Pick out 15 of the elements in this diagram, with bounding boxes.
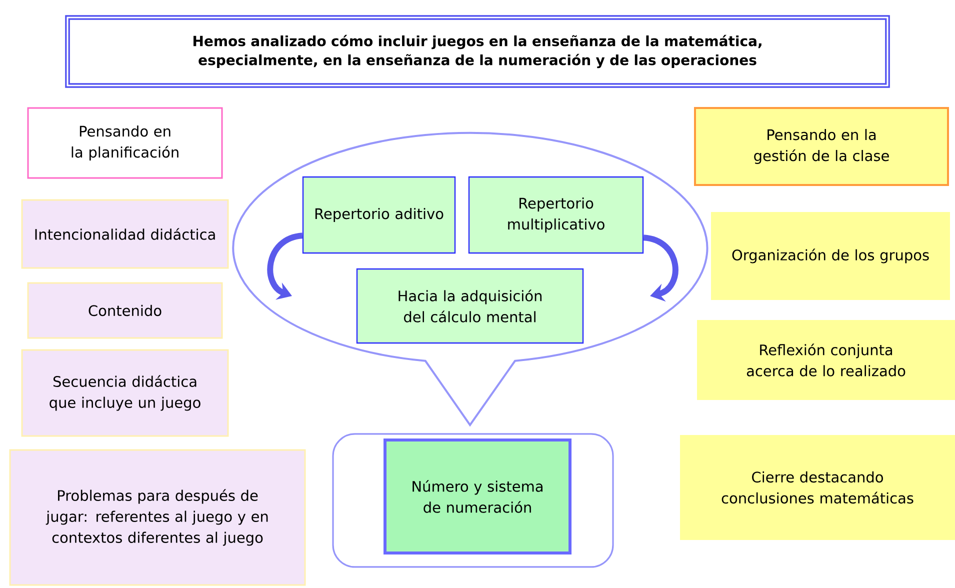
text-box: Repertorio multiplicativo xyxy=(468,176,644,254)
text-box: Hacia la adquisición del cálculo mental xyxy=(356,268,584,344)
text-box: Problemas para después de jugar: referentes al juego y en contextos diferentes al juego xyxy=(9,449,306,586)
text-box: Organización de los grupos xyxy=(711,212,950,300)
text-box: Secuencia didáctica que incluye un juego xyxy=(21,349,229,437)
text-box: Pensando en la gestión de la clase xyxy=(694,106,949,186)
text-box: Intencionalidad didáctica xyxy=(21,199,229,269)
text-box: Contenido xyxy=(27,282,223,339)
title-box: Hemos analizado cómo incluir juegos en la enseñanza de la matemática, especialmente, en la enseñanza de la numeración y de las operaciones xyxy=(65,15,890,88)
curved-arrow xyxy=(643,234,678,302)
text-box: Repertorio aditivo xyxy=(302,176,456,254)
text-box: Número y sistema de numeración xyxy=(384,438,572,554)
text-box: Pensando en la planificación xyxy=(27,107,223,179)
text-box: Reflexión conjunta acerca de lo realizado xyxy=(697,320,955,400)
text-box: Cierre destacando conclusiones matemáticas xyxy=(680,434,955,540)
